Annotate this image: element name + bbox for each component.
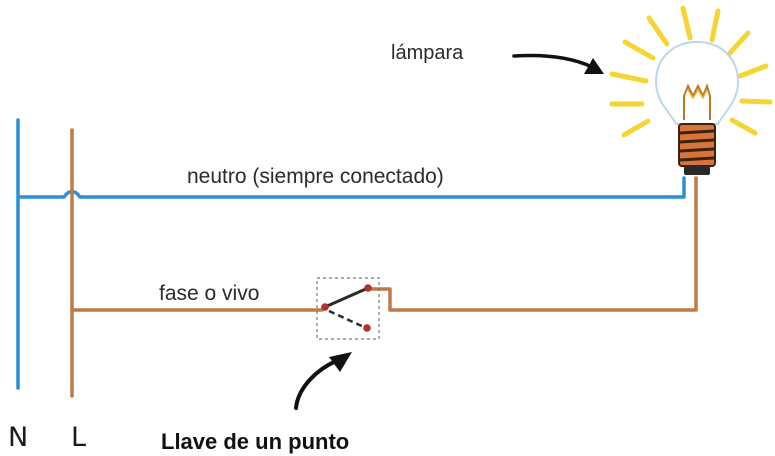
light-rays [609, 5, 773, 138]
l-terminal-label: L [71, 422, 86, 453]
lamp-arrow-icon [512, 53, 604, 74]
switch-arrow-icon [294, 352, 352, 410]
neutral-wire [16, 118, 686, 390]
phase-wire [70, 128, 698, 398]
neutral-label: neutro (siempre conectado) [187, 165, 444, 188]
light-bulb-icon [609, 5, 773, 175]
switch-outline [316, 277, 380, 340]
phase-label: fase o vivo [159, 282, 259, 305]
switch-contact-on [364, 284, 372, 292]
switch-contact-off [363, 324, 371, 332]
switch-contact-common [321, 303, 329, 311]
switch-icon [316, 277, 380, 340]
switch-label: Llave de un punto [161, 429, 349, 454]
lamp-label: lámpara [391, 42, 464, 64]
n-terminal-label: N [8, 422, 28, 453]
